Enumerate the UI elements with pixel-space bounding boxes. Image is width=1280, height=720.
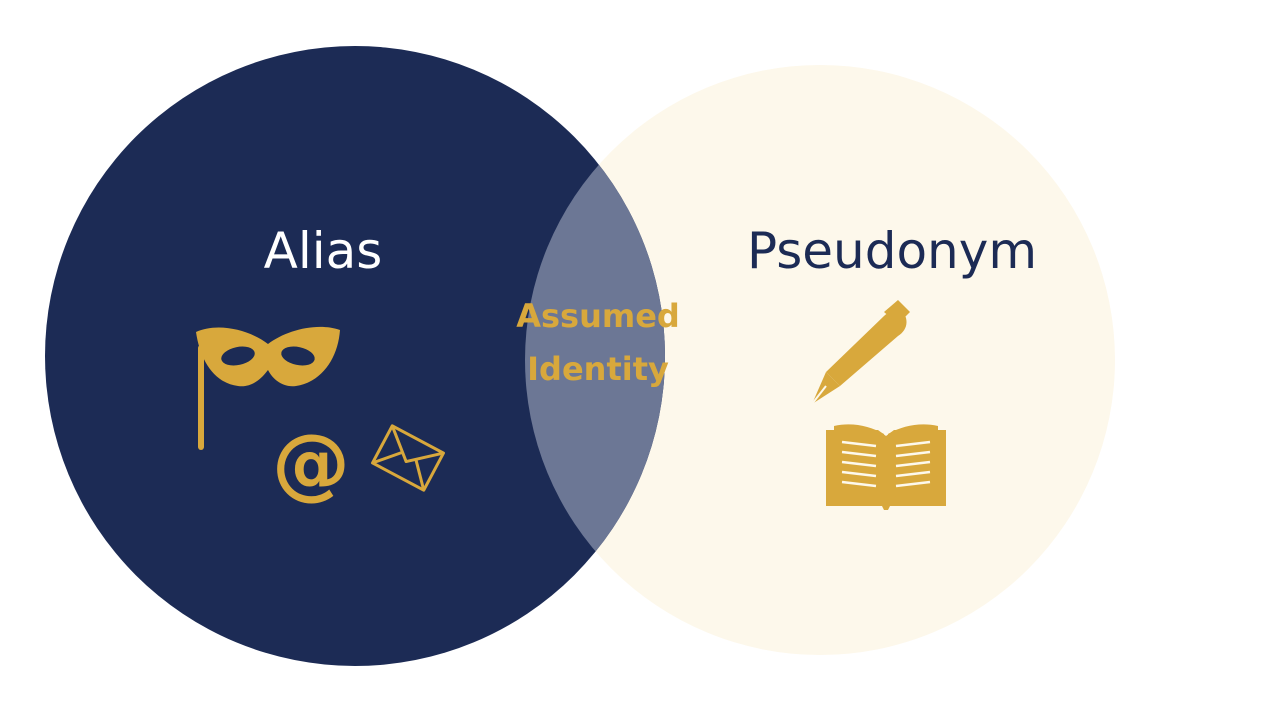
overlap-label-line2: Identity	[527, 350, 669, 388]
fountain-pen-icon	[811, 300, 910, 405]
masquerade-mask-icon	[196, 326, 340, 450]
pseudonym-circle	[525, 65, 1115, 655]
envelope-icon	[371, 424, 445, 492]
overlap-label-line1: Assumed	[516, 297, 680, 335]
alias-circle	[45, 46, 665, 666]
pseudonym-label: Pseudonym	[747, 222, 1037, 280]
alias-label: Alias	[264, 222, 383, 280]
open-book-icon	[826, 424, 946, 510]
at-sign-icon: @	[272, 419, 350, 509]
